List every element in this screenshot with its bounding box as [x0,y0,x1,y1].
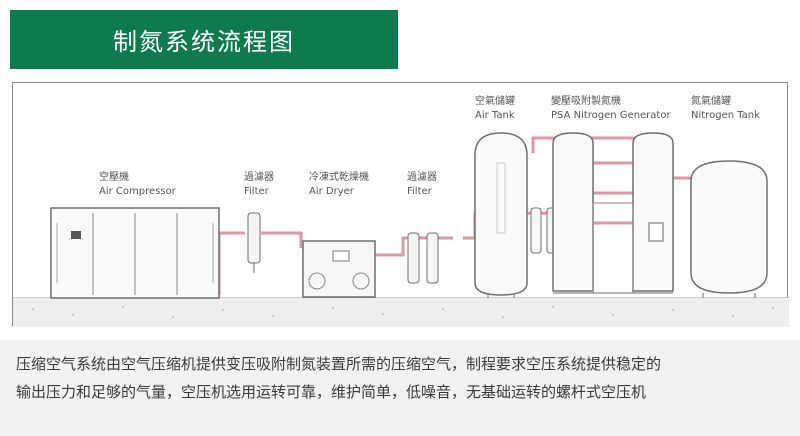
filter-2-label-en: Filter [407,186,432,197]
nitrogen-tank-label-en: Nitrogen Tank [691,110,760,121]
compressor-label-zh: 空壓機 [99,172,129,183]
dryer-label-zh: 冷凍式乾燥機 [309,172,369,183]
page-title: 制氮系统流程图 [10,10,398,69]
psa-label-en: PSA Nitrogen Generator [551,110,671,121]
pipeline [217,136,703,295]
filter-2-label-zh: 過濾器 [407,172,437,183]
nitrogen-tank [690,160,768,298]
air-tank-label-en: Air Tank [475,110,515,121]
nitrogen-tank-label-zh: 氮氣儲罐 [691,96,731,107]
dryer-label-en: Air Dryer [309,186,354,197]
flow-diagram-graphic [13,132,789,327]
description-line-2: 输出压力和足够的气量，空压机选用运转可靠，维护简单，低噪音，无基础运转的螺杆式空… [16,383,647,401]
description-line-1: 压缩空气系统由空气压缩机提供变压吸附制氮装置所需的压缩空气，制程要求空压系统提供… [16,355,662,373]
filter-1-label-zh: 過濾器 [244,172,274,183]
compressor-label-en: Air Compressor [99,186,176,197]
air-compressor [50,207,220,299]
air-tank [474,132,528,298]
filter-2 [407,232,439,284]
psa-label-zh: 變壓吸附製氮機 [551,96,621,107]
floor [13,297,789,327]
description-panel: 压缩空气系统由空气压缩机提供变压吸附制氮装置所需的压缩空气，制程要求空压系统提供… [0,340,800,436]
air-tank-label-zh: 空氣儲罐 [475,96,515,107]
air-dryer [302,240,376,298]
filter-1-label-en: Filter [244,186,269,197]
process-flow-diagram: 空氣儲罐 Air Tank 變壓吸附製氮機 PSA Nitrogen Gener… [12,82,789,327]
filter-1 [247,212,261,273]
psa-nitrogen-generator [552,132,674,294]
